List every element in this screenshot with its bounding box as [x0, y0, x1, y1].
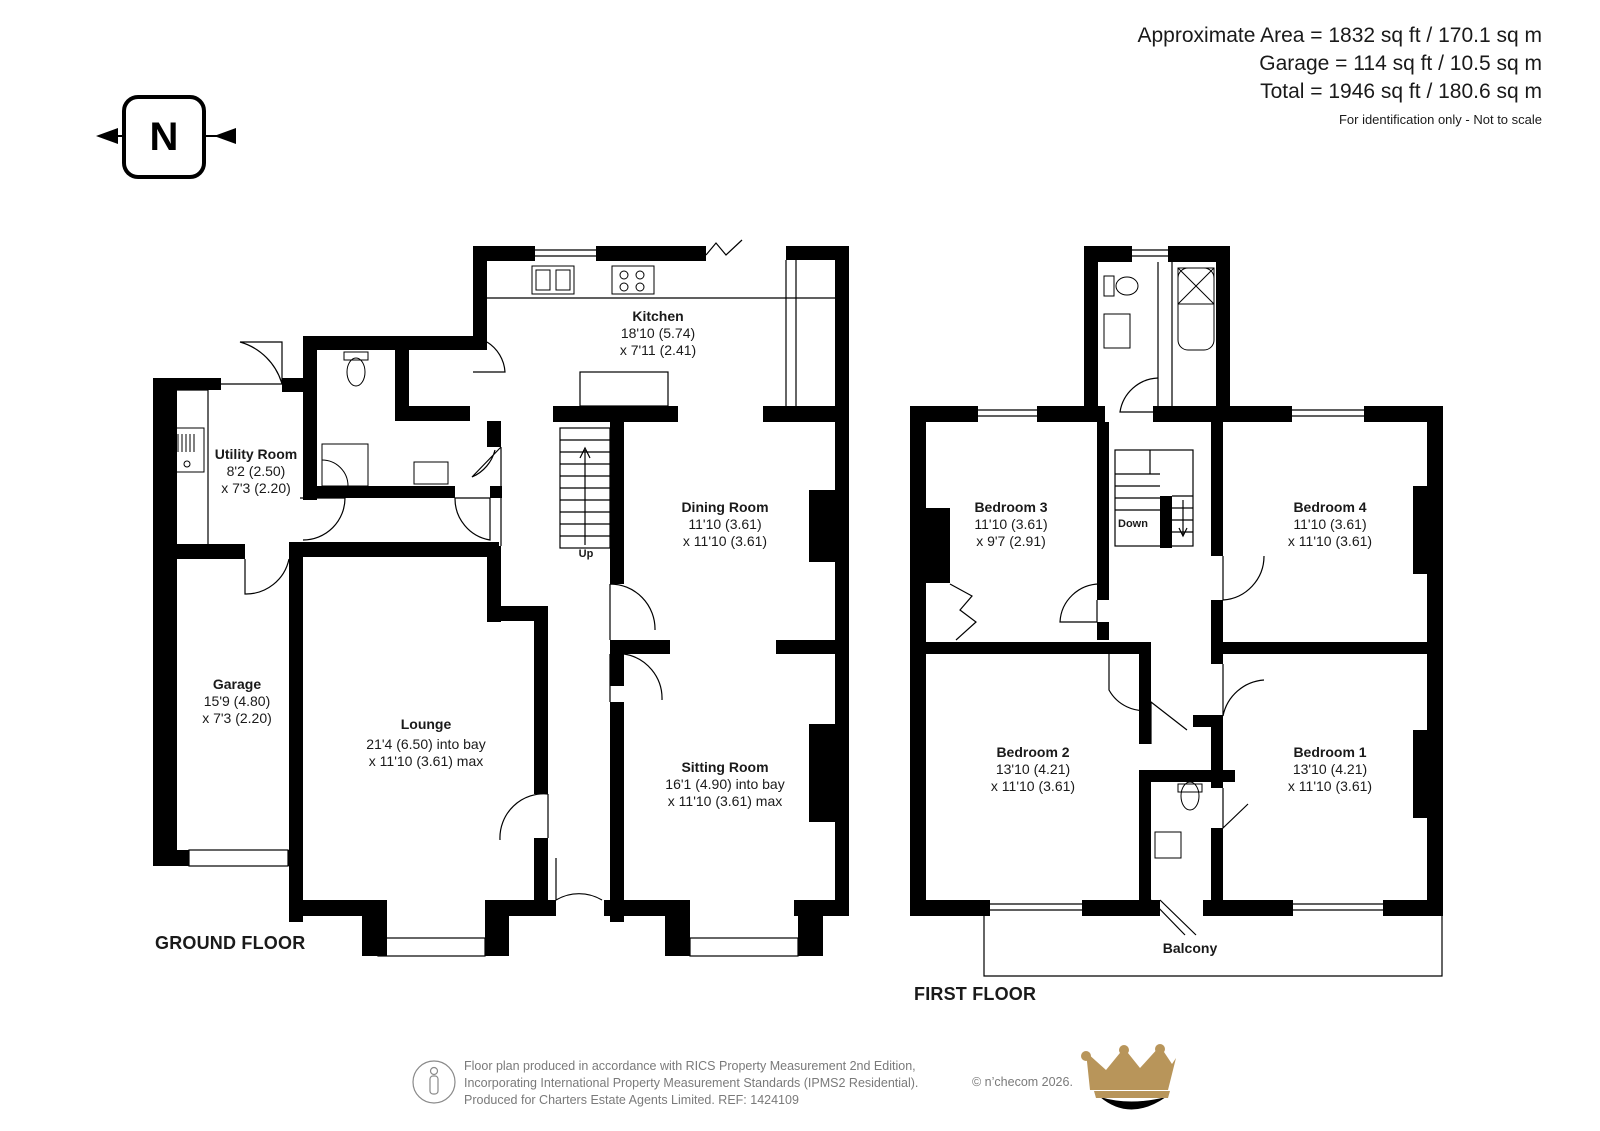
lounge-name: Lounge: [401, 716, 452, 732]
bedroom2-dim1: 13'10 (4.21): [996, 761, 1070, 777]
bedroom1-dim2: x 11'10 (3.61): [1288, 778, 1372, 794]
ground-floor-walls: [153, 246, 849, 956]
kitchen-dim1: 18'10 (5.74): [621, 325, 695, 341]
person-icon: [412, 1060, 456, 1104]
garage-area: Garage = 114 sq ft / 10.5 sq m: [1259, 52, 1542, 75]
first-floor-details: [949, 249, 1443, 977]
footer-line-2: Incorporating International Property Mea…: [464, 1076, 919, 1090]
bedroom2-name: Bedroom 2: [996, 744, 1069, 760]
ground-floor-room-labels: Kitchen 18'10 (5.74) x 7'11 (2.41) Utili…: [202, 308, 785, 809]
utility-name: Utility Room: [215, 446, 297, 462]
stairs-down-label: Down: [1118, 518, 1148, 530]
stairs-up-label: Up: [579, 548, 594, 560]
bedroom1-name: Bedroom 1: [1293, 744, 1366, 760]
dining-dim2: x 11'10 (3.61): [683, 533, 767, 549]
utility-dim1: 8'2 (2.50): [227, 463, 286, 479]
balcony-name: Balcony: [1163, 940, 1218, 956]
bedroom4-dim2: x 11'10 (3.61): [1288, 533, 1372, 549]
footer-credits: Floor plan produced in accordance with R…: [464, 1058, 918, 1109]
compass-north-icon: N: [96, 95, 236, 179]
bedroom3-dim1: 11'10 (3.61): [974, 516, 1047, 532]
garage-dim2: x 7'3 (2.20): [202, 710, 272, 726]
bedroom1-dim1: 13'10 (4.21): [1293, 761, 1367, 777]
kitchen-dim2: x 7'11 (2.41): [620, 342, 696, 358]
identification-note: For identification only - Not to scale: [1338, 112, 1542, 127]
bedroom3-dim2: x 9'7 (2.91): [976, 533, 1046, 549]
bathroom-fixtures-first: [1103, 267, 1215, 859]
utility-dim2: x 7'3 (2.20): [221, 480, 291, 496]
dining-name: Dining Room: [681, 499, 768, 515]
footer-copyright: © n’checom 2026.: [972, 1075, 1073, 1089]
sitting-dim2: x 11'10 (3.61) max: [668, 793, 782, 809]
bedroom4-name: Bedroom 4: [1293, 499, 1366, 515]
first-floor-label: FIRST FLOOR: [914, 984, 1037, 1004]
kitchen-fixtures: [531, 265, 655, 295]
garage-name: Garage: [213, 676, 261, 692]
ground-floor-details: [177, 239, 835, 957]
approximate-area: Approximate Area = 1832 sq ft / 170.1 sq…: [1137, 24, 1543, 47]
bedroom2-dim2: x 11'10 (3.61): [991, 778, 1075, 794]
lounge-dim1: 21'4 (6.50) into bay: [366, 736, 485, 752]
crown-logo-icon: [1081, 1044, 1176, 1110]
dining-dim1: 11'10 (3.61): [688, 516, 761, 532]
total-area: Total = 1946 sq ft / 180.6 sq m: [1260, 80, 1542, 103]
ground-floor-label: GROUND FLOOR: [155, 933, 306, 953]
bedroom4-dim1: 11'10 (3.61): [1293, 516, 1366, 532]
kitchen-name: Kitchen: [632, 308, 683, 324]
first-floor-walls: [910, 246, 1443, 916]
first-floor-room-labels: Bedroom 3 11'10 (3.61) x 9'7 (2.91) Bedr…: [974, 499, 1372, 956]
footer-line-1: Floor plan produced in accordance with R…: [464, 1059, 916, 1073]
compass-letter: N: [150, 115, 179, 159]
bathroom-fixtures-ground: [169, 351, 449, 487]
footer-line-3: Produced for Charters Estate Agents Limi…: [464, 1093, 799, 1107]
area-summary: Approximate Area = 1832 sq ft / 170.1 sq…: [1138, 22, 1543, 127]
sitting-name: Sitting Room: [681, 759, 768, 775]
lounge-dim2: x 11'10 (3.61) max: [369, 753, 483, 769]
sitting-dim1: 16'1 (4.90) into bay: [665, 776, 784, 792]
bedroom3-name: Bedroom 3: [974, 499, 1047, 515]
garage-dim1: 15'9 (4.80): [204, 693, 271, 709]
